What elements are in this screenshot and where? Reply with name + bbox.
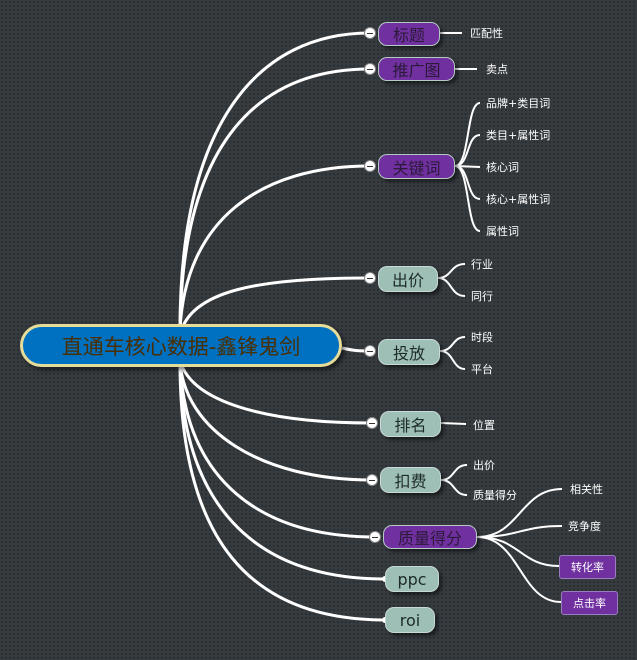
root-node[interactable]: 直通车核心数据-鑫锋鬼剑 (20, 324, 342, 367)
collapse-toggle-placement[interactable] (364, 345, 376, 357)
leaf-platform[interactable]: 平台 (471, 363, 493, 376)
leaf-keyword[interactable]: 核心词 (486, 161, 519, 174)
node-label: 质量得分 (397, 529, 462, 548)
leaf-label: 点击率 (573, 597, 606, 610)
collapse-toggle-keywords[interactable] (364, 160, 376, 172)
node-label: roi (399, 610, 421, 630)
leaf-competition[interactable]: 竞争度 (568, 520, 601, 533)
node-promo-image[interactable]: 推广图 (378, 57, 455, 81)
node-ppc[interactable]: ppc (385, 566, 439, 592)
leaf-keyword[interactable]: 核心+属性词 (486, 193, 551, 206)
node-label: 投放 (392, 344, 425, 363)
collapse-toggle-ranking[interactable] (366, 417, 378, 429)
leaf-selling-point[interactable]: 卖点 (486, 63, 508, 76)
leaf-keyword[interactable]: 类目+属性词 (486, 129, 551, 142)
node-label: 出价 (391, 271, 424, 290)
leaf-click-rate[interactable]: 点击率 (561, 591, 618, 615)
node-label: 扣费 (394, 472, 427, 491)
node-bid[interactable]: 出价 (378, 266, 438, 292)
leaf-keyword[interactable]: 属性词 (486, 225, 519, 238)
leaf-keyword[interactable]: 品牌+类目词 (486, 97, 551, 110)
root-label: 直通车核心数据-鑫锋鬼剑 (61, 334, 301, 359)
node-label: 标题 (392, 26, 425, 45)
node-label: 关键词 (392, 158, 441, 178)
node-deduction[interactable]: 扣费 (380, 467, 441, 493)
leaf-match[interactable]: 匹配性 (470, 27, 503, 40)
leaf-label: 转化率 (571, 561, 604, 574)
leaf-quality-score[interactable]: 质量得分 (473, 489, 517, 502)
collapse-toggle-bid[interactable] (364, 272, 376, 284)
collapse-toggle-promo-image[interactable] (364, 63, 376, 75)
leaf-conversion-rate[interactable]: 转化率 (559, 555, 616, 579)
leaf-relevance[interactable]: 相关性 (570, 483, 603, 496)
leaf-time-slot[interactable]: 时段 (471, 331, 493, 344)
node-quality-score[interactable]: 质量得分 (383, 525, 477, 549)
node-title[interactable]: 标题 (378, 22, 440, 46)
collapse-toggle-deduction[interactable] (366, 474, 378, 486)
collapse-toggle-quality-score[interactable] (369, 531, 381, 543)
node-ranking[interactable]: 排名 (380, 411, 441, 437)
node-keywords[interactable]: 关键词 (378, 154, 455, 179)
leaf-industry[interactable]: 行业 (471, 258, 493, 271)
node-placement[interactable]: 投放 (378, 339, 440, 365)
node-label: ppc (397, 569, 427, 589)
leaf-position[interactable]: 位置 (473, 419, 495, 432)
node-roi[interactable]: roi (385, 607, 435, 633)
node-label: 排名 (394, 416, 427, 435)
node-label: 推广图 (392, 61, 441, 80)
collapse-toggle-title[interactable] (364, 27, 376, 39)
leaf-peers[interactable]: 同行 (471, 290, 493, 303)
leaf-bid[interactable]: 出价 (473, 459, 495, 472)
